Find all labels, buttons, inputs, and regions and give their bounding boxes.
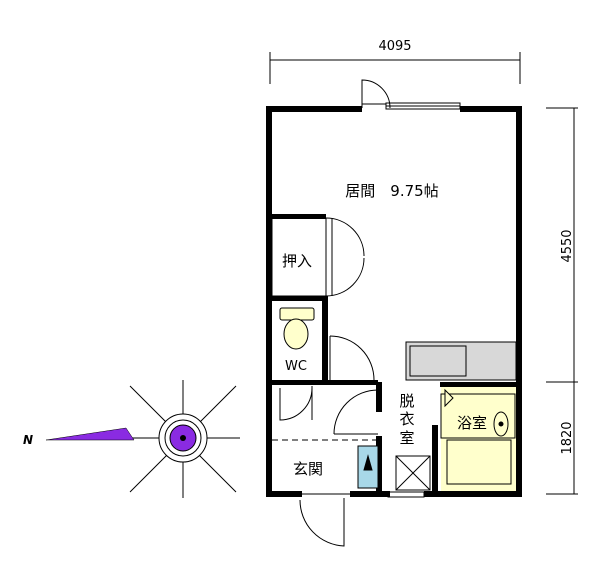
toilet [279, 307, 315, 350]
compass-needle-icon [45, 427, 135, 441]
entry-door [299, 493, 350, 547]
dimension-right-lower-label: 1820 [560, 421, 575, 454]
dressing-room-label-3: 室 [399, 429, 414, 447]
hall-door-left [279, 386, 313, 421]
dressing-door [333, 389, 379, 435]
basin-unit [395, 455, 431, 491]
closet [271, 217, 365, 297]
dimension-top-label: 4095 [378, 39, 411, 54]
dimension-top [269, 52, 521, 84]
interior-walls [272, 214, 520, 494]
compass [45, 380, 240, 498]
closet-label: 押入 [282, 252, 312, 270]
washer-pan [357, 445, 379, 489]
bathtub [440, 388, 516, 485]
entrance-label: 玄関 [293, 460, 323, 478]
toilet-label: WC [285, 359, 307, 374]
bath-window [387, 491, 425, 498]
dressing-room-label-1: 脱 [399, 392, 414, 410]
bathroom-label: 浴室 [457, 414, 487, 432]
dimension-right-upper-label: 4550 [560, 229, 575, 262]
dimension-right [546, 107, 578, 495]
living-room-label: 居間 9.75帖 [345, 182, 438, 200]
bath-faucet [493, 411, 509, 437]
exterior-walls [266, 106, 522, 497]
compass-north-label: N [23, 433, 33, 447]
window-top [361, 79, 461, 110]
kitchen-counter [405, 341, 517, 381]
dressing-room-label-2: 衣 [399, 410, 414, 428]
toilet-door [329, 335, 375, 381]
